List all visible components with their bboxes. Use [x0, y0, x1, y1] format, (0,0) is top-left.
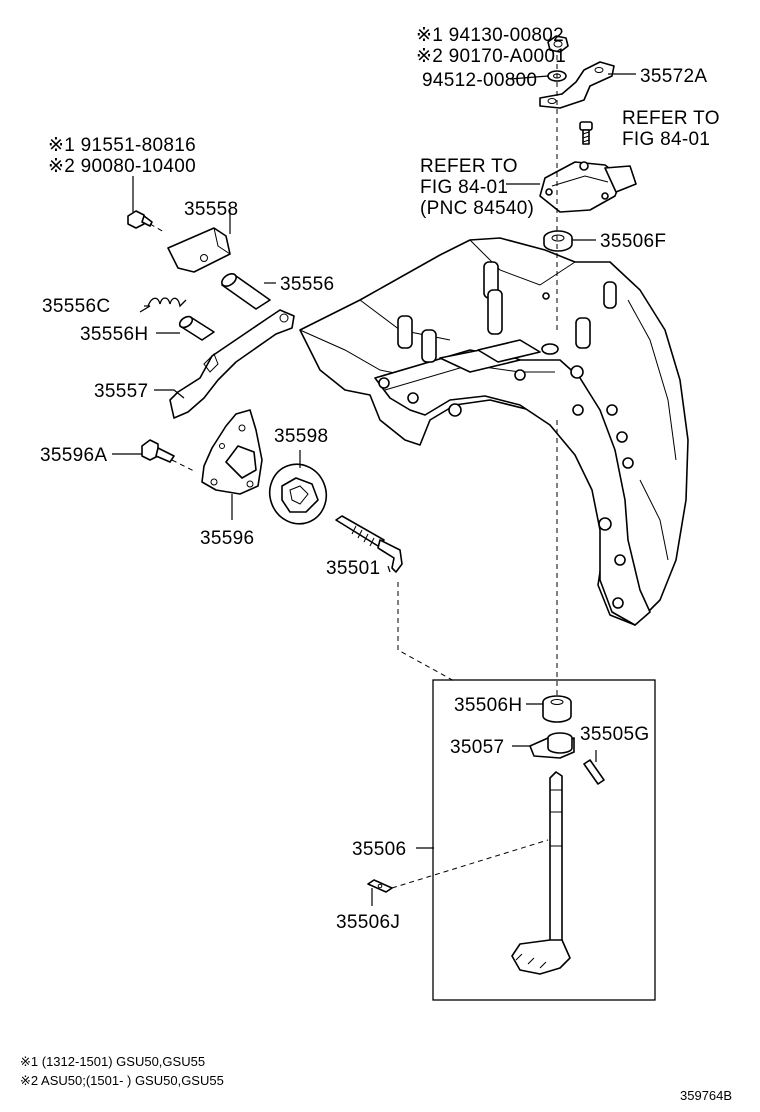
label-35506J: 35506J [336, 912, 400, 933]
label-pnc-84540: (PNC 84540) [420, 198, 534, 219]
label-bolt-90080: ※2 90080-10400 [48, 156, 196, 177]
pin-35505G [583, 759, 605, 785]
figure-id: 359764B [680, 1088, 732, 1103]
label-bracket-35572A: 35572A [640, 66, 707, 87]
label-35506H: 35506H [454, 695, 522, 716]
bolt-91551 [127, 210, 165, 233]
bush-35506H [542, 695, 572, 723]
detail-box [432, 679, 656, 1001]
label-seal-35506F: 35506F [600, 231, 666, 252]
label-35598: 35598 [274, 426, 328, 447]
bolt-35596A [141, 439, 197, 473]
label-35556H: 35556H [80, 324, 148, 345]
label-refer-to-1: REFER TO [622, 108, 720, 129]
label-35506: 35506 [352, 839, 406, 860]
label-washer-94512: 94512-00800 [422, 70, 537, 91]
label-fig-84-01-2: FIG 84-01 [420, 177, 508, 198]
label-35596A: 35596A [40, 445, 107, 466]
leader-lines [112, 73, 636, 906]
label-refer-to-2: REFER TO [420, 156, 518, 177]
label-fig-84-01-1: FIG 84-01 [622, 129, 710, 150]
manual-valve-shaft-35506 [511, 771, 571, 975]
detent-spring-35558 [167, 227, 231, 273]
collar-35057 [529, 732, 575, 759]
bracket-35572A [539, 61, 615, 109]
label-35557: 35557 [94, 381, 148, 402]
shaft-35501 [335, 515, 403, 573]
lever-35557 [169, 309, 295, 419]
spring-35556C [139, 297, 187, 313]
shaft-link-line [397, 582, 457, 683]
label-35501: 35501 [326, 558, 380, 579]
footnote-2: ※2 ASU50;(1501- ) GSU50,GSU55 [20, 1073, 224, 1088]
transmission-case [299, 237, 689, 626]
label-35596: 35596 [200, 528, 254, 549]
label-nut-90170: ※2 90170-A0001 [416, 46, 566, 67]
pin-j-line [391, 839, 549, 889]
label-nut-94130: ※1 94130-00802 [416, 25, 564, 46]
neutral-start-switch [539, 161, 637, 213]
label-35057: 35057 [450, 737, 504, 758]
pin-35556H [178, 315, 215, 341]
label-35505G: 35505G [580, 724, 649, 745]
label-35556: 35556 [280, 274, 334, 295]
plate-35596 [201, 409, 263, 495]
nut-94130 [547, 35, 569, 53]
footnote-1: ※1 (1312-1501) GSU50,GSU55 [20, 1054, 205, 1069]
oil-seal-35506F [543, 230, 573, 252]
bolt-refer-fig [579, 121, 593, 145]
collar-35598 [268, 463, 328, 525]
pin-35556 [221, 273, 271, 310]
label-bolt-91551: ※1 91551-80816 [48, 135, 196, 156]
label-35558: 35558 [184, 199, 238, 220]
label-35556C: 35556C [42, 296, 110, 317]
